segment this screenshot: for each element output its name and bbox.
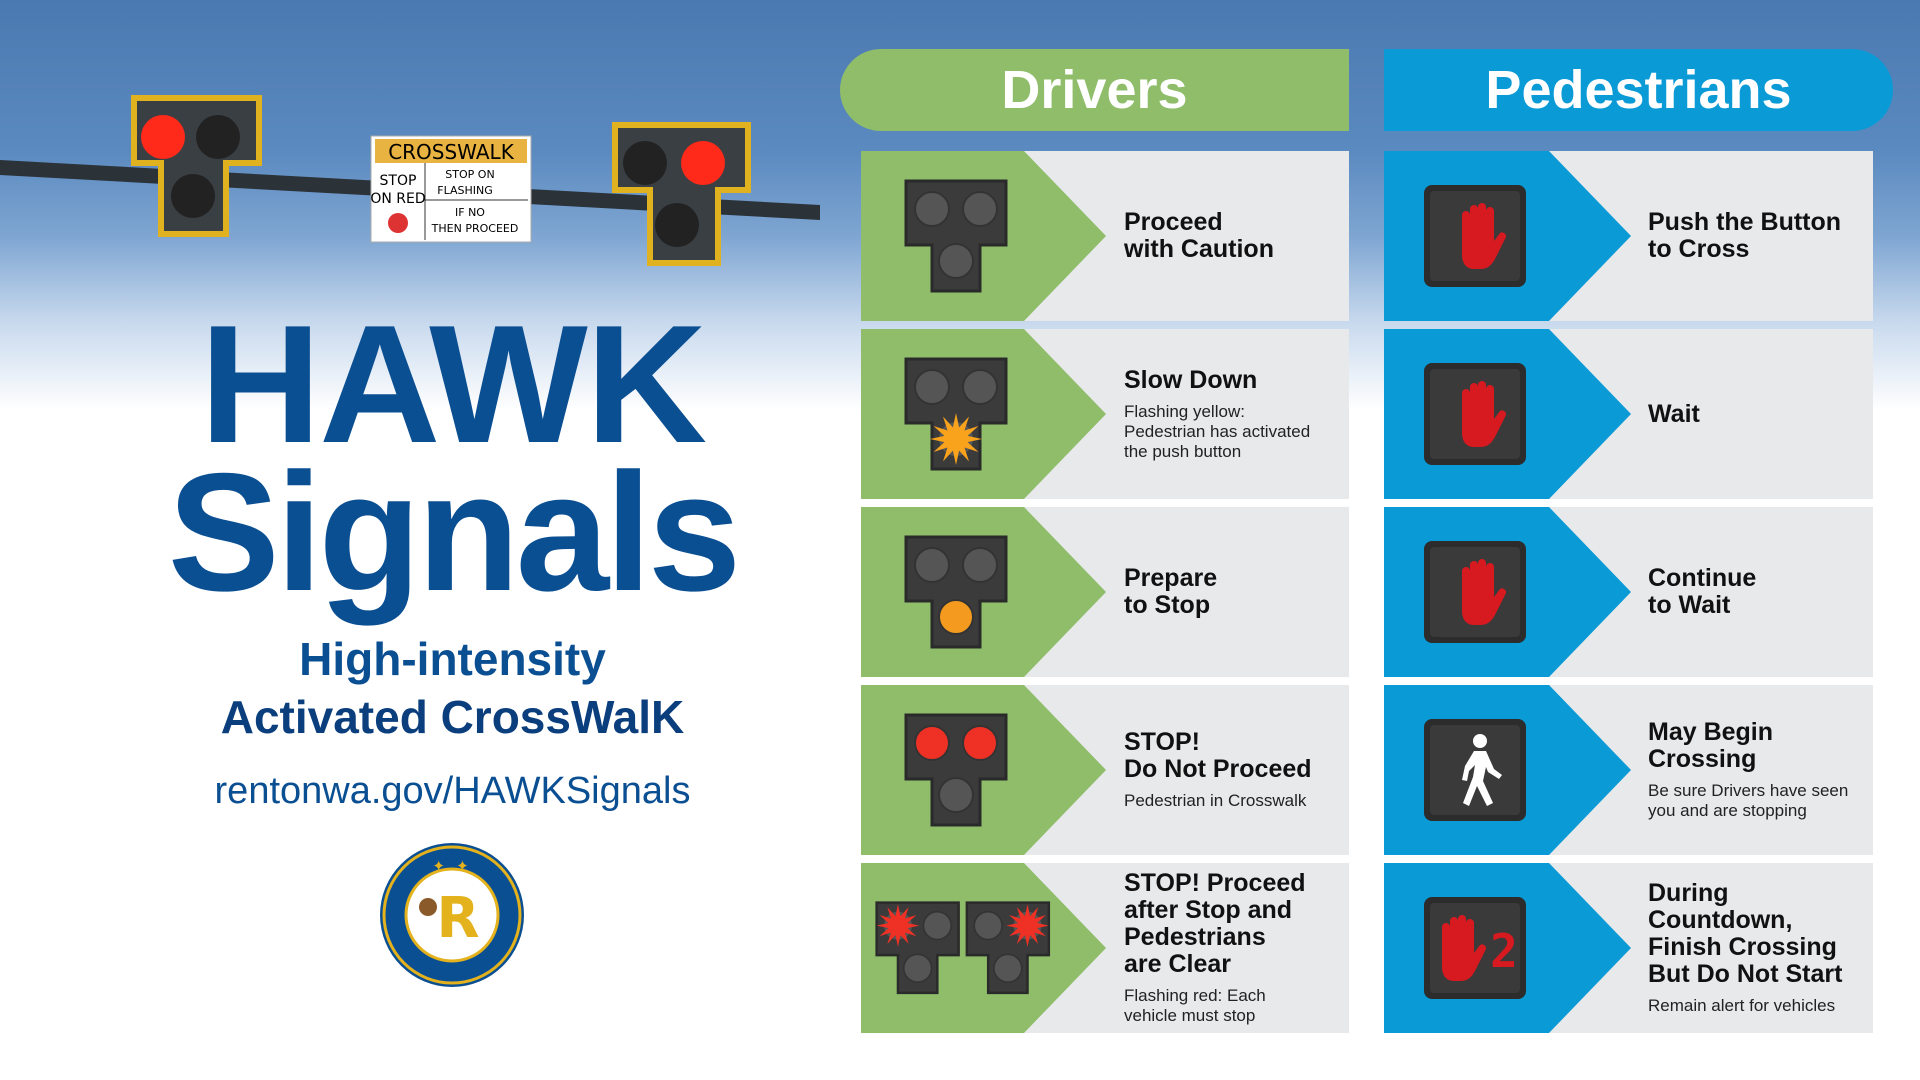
row-description: Flashing red: Each vehicle must stop bbox=[1124, 986, 1266, 1025]
title-hawk: HAWK bbox=[199, 290, 707, 478]
hawk-signal-photo: CROSSWALK STOP ON RED STOP ON FLASHING I… bbox=[0, 95, 820, 266]
svg-text:FLASHING: FLASHING bbox=[437, 184, 492, 197]
traffic-signal-right bbox=[612, 122, 751, 266]
svg-text:STOP: STOP bbox=[380, 173, 417, 189]
drivers-row-1: Proceed with Caution bbox=[861, 151, 1349, 321]
traffic-signal-flashing-red-icon bbox=[875, 901, 1051, 995]
traffic-signal-solid-red-icon bbox=[904, 713, 1008, 827]
pedestrians-row-3: Continue to Wait bbox=[1384, 507, 1873, 677]
row-description: Remain alert for vehicles bbox=[1648, 996, 1836, 1015]
row-text: Push the Button to Cross bbox=[1648, 151, 1841, 321]
row-text: Wait bbox=[1648, 329, 1700, 499]
row-description: Be sure Drivers have seen you and are st… bbox=[1648, 781, 1849, 820]
drivers-row-3: Prepare to Stop bbox=[861, 507, 1349, 677]
row-title: Proceed with Caution bbox=[1124, 208, 1274, 263]
row-title: Prepare to Stop bbox=[1124, 564, 1218, 619]
pedestrian-signal-walk-icon bbox=[1424, 719, 1526, 821]
row-text: Continue to Wait bbox=[1648, 507, 1756, 677]
website-link[interactable]: rentonwa.gov/HAWKSignals bbox=[214, 770, 691, 812]
countdown-number: 2 bbox=[1490, 924, 1518, 978]
row-title: May Begin Crossing bbox=[1648, 718, 1774, 773]
crosswalk-sign: CROSSWALK STOP ON RED STOP ON FLASHING I… bbox=[370, 135, 532, 243]
pedestrian-signal-hand-icon bbox=[1424, 363, 1526, 465]
title-signals: Signals bbox=[167, 438, 742, 626]
pedestrian-signal-countdown-icon: 2 bbox=[1424, 897, 1526, 999]
svg-text:✦ ✦: ✦ ✦ bbox=[432, 857, 471, 875]
row-text: During Countdown, Finish Crossing But Do… bbox=[1648, 863, 1842, 1033]
svg-text:IF NO: IF NO bbox=[455, 206, 485, 219]
svg-text:THEN PROCEED: THEN PROCEED bbox=[431, 222, 519, 235]
row-title: Wait bbox=[1648, 399, 1700, 428]
traffic-signal-dark-icon bbox=[904, 179, 1008, 293]
drivers-row-5: STOP! Proceed after Stop and Pedestrians… bbox=[861, 863, 1349, 1033]
city-of-renton-logo: R ✦ ✦ bbox=[380, 843, 524, 987]
row-text: STOP! Proceed after Stop and Pedestrians… bbox=[1124, 863, 1306, 1033]
pedestrians-row-4: May Begin Crossing Be sure Drivers have s… bbox=[1384, 685, 1873, 855]
pedestrians-row-2: Wait bbox=[1384, 329, 1873, 499]
row-description: Pedestrian in Crosswalk bbox=[1124, 791, 1307, 810]
row-description: Flashing yellow: Pedestrian has activate… bbox=[1124, 401, 1311, 461]
pedestrians-row-5: 2 During Countdown, Finish Crossing But D… bbox=[1384, 863, 1873, 1033]
traffic-signal-flashing-yellow-icon bbox=[904, 357, 1008, 471]
pedestrians-row-1: Push the Button to Cross bbox=[1384, 151, 1873, 321]
subtitle-line1: High-intensity bbox=[299, 633, 606, 685]
traffic-signal-solid-yellow-icon bbox=[904, 535, 1008, 649]
svg-text:R: R bbox=[436, 886, 479, 951]
row-title: Continue to Wait bbox=[1648, 564, 1757, 619]
traffic-signal-left bbox=[131, 95, 262, 237]
row-text: May Begin Crossing Be sure Drivers have s… bbox=[1648, 685, 1848, 855]
row-text: Prepare to Stop bbox=[1124, 507, 1217, 677]
row-title: During Countdown, Finish Crossing But Do… bbox=[1648, 879, 1843, 988]
pedestrians-header: Pedestrians bbox=[1384, 49, 1893, 131]
row-title: STOP! Do Not Proceed bbox=[1124, 728, 1312, 783]
pedestrian-signal-hand-icon bbox=[1424, 541, 1526, 643]
row-title: Push the Button to Cross bbox=[1648, 208, 1842, 263]
svg-text:ON RED: ON RED bbox=[370, 191, 425, 207]
row-text: Proceed with Caution bbox=[1124, 151, 1274, 321]
row-title: Slow Down bbox=[1124, 365, 1258, 394]
drivers-header: Drivers bbox=[840, 49, 1349, 131]
pedestrian-signal-hand-icon bbox=[1424, 185, 1526, 287]
svg-text:STOP ON: STOP ON bbox=[445, 168, 494, 181]
row-title: STOP! Proceed after Stop and Pedestrians… bbox=[1124, 869, 1306, 978]
subtitle-line2: Activated CrossWalK bbox=[220, 691, 685, 743]
svg-text:CROSSWALK: CROSSWALK bbox=[388, 140, 515, 164]
